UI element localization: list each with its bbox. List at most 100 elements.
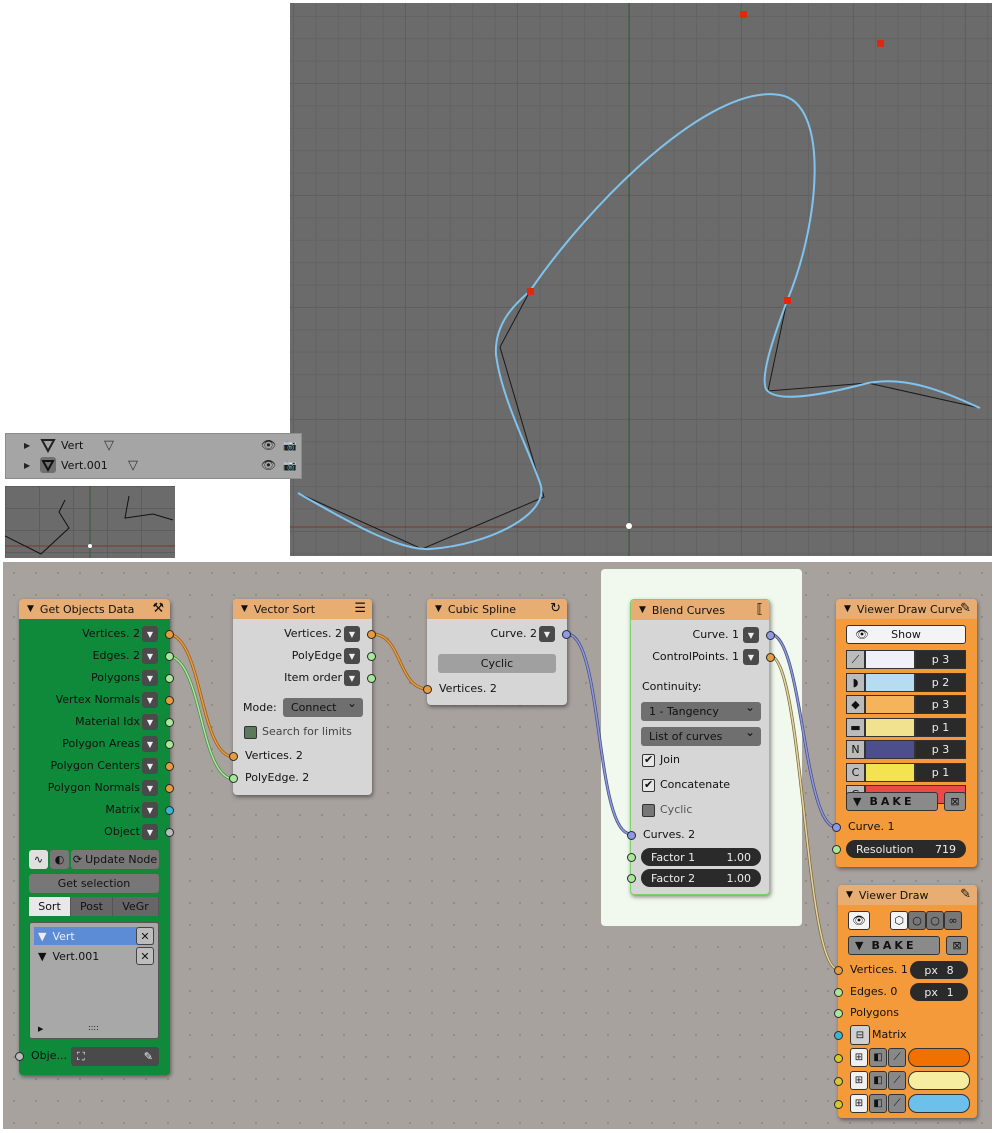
- dropdown-arrow-icon[interactable]: ▼: [142, 824, 158, 840]
- node-header[interactable]: ▼ Blend Curves ⟦: [631, 600, 769, 620]
- output-socket[interactable]: [165, 718, 174, 727]
- style-icon[interactable]: ⟋: [888, 1048, 906, 1067]
- mode-select[interactable]: Connect: [283, 696, 363, 717]
- dropdown-arrow-icon[interactable]: ▼: [344, 648, 360, 664]
- mini-viewport[interactable]: [5, 486, 175, 558]
- display-setting-row[interactable]: ▬p 1: [846, 717, 966, 737]
- input-socket[interactable]: [834, 1009, 843, 1018]
- viewer-draw-curve-node[interactable]: ▼ Viewer Draw Curve ✎ 👁 Show ⟋p 3◗p 2◆p …: [832, 599, 977, 867]
- shading-icon[interactable]: ◧: [869, 1094, 887, 1113]
- display-setting-row[interactable]: ⟋ p 3: [846, 650, 966, 669]
- factor1-field[interactable]: Factor 1 1.00: [641, 848, 761, 866]
- dropdown-arrow-icon[interactable]: ▼: [142, 758, 158, 774]
- node-header[interactable]: ▼ Viewer Draw ✎: [838, 885, 977, 905]
- output-socket[interactable]: [766, 653, 775, 662]
- node-header[interactable]: ▼ Cubic Spline ↻: [427, 599, 567, 619]
- cyclic-checkbox[interactable]: [642, 804, 655, 817]
- dropdown-arrow-icon[interactable]: ▼: [142, 670, 158, 686]
- point-size-value[interactable]: p 2: [915, 672, 966, 692]
- shading-icon[interactable]: ◧: [869, 1071, 887, 1090]
- output-socket[interactable]: [165, 762, 174, 771]
- output-socket[interactable]: [165, 630, 174, 639]
- dropdown-arrow-icon[interactable]: ▼: [142, 692, 158, 708]
- color-swatch[interactable]: [865, 717, 915, 737]
- collapse-chevron-icon[interactable]: ▼: [844, 604, 851, 614]
- output-socket[interactable]: [165, 784, 174, 793]
- dropdown-arrow-icon[interactable]: ▼: [142, 802, 158, 818]
- input-socket[interactable]: [229, 774, 238, 783]
- bake-button[interactable]: ▼ BAKE: [846, 792, 938, 811]
- input-socket[interactable]: [834, 1054, 843, 1063]
- color-swatch[interactable]: [865, 695, 915, 714]
- dropdown-arrow-icon[interactable]: ▼: [344, 670, 360, 686]
- dropdown-arrow-icon[interactable]: ▼: [142, 714, 158, 730]
- color-swatch[interactable]: [865, 740, 915, 759]
- curve-mode-icon[interactable]: ∿: [29, 850, 48, 869]
- tab-post[interactable]: Post: [71, 897, 113, 916]
- vertex-size-field[interactable]: px 8: [910, 961, 968, 979]
- object-list[interactable]: ▼ Vert ✕ ▼ Vert.001 ✕ ▶ ::::: [29, 922, 159, 1039]
- dropdown-arrow-icon[interactable]: ▼: [142, 780, 158, 796]
- dropdown-arrow-icon[interactable]: ▼: [142, 736, 158, 752]
- outliner-row-vert001[interactable]: ▶ Vert.001 ▽ 👁 📷: [6, 455, 303, 475]
- continuity-select[interactable]: 1 - Tangency: [641, 700, 761, 721]
- input-socket[interactable]: [834, 988, 843, 997]
- display-mode-icon[interactable]: ⊞: [850, 1071, 868, 1090]
- search-limits-checkbox[interactable]: [244, 726, 257, 739]
- visibility-eye-icon[interactable]: 👁: [261, 458, 277, 472]
- concatenate-checkbox[interactable]: [642, 778, 655, 792]
- resolution-field[interactable]: Resolution 719: [846, 840, 966, 858]
- edge-display-icon[interactable]: ○: [908, 911, 926, 930]
- collapse-chevron-icon[interactable]: ▼: [27, 604, 34, 614]
- node-editor[interactable]: ▼ Get Objects Data ⚒ Vertices. 2 ▼ Edges…: [3, 562, 992, 1129]
- display-setting-row[interactable]: ◆p 3: [846, 695, 966, 714]
- collapse-chevron-icon[interactable]: ▼: [846, 890, 853, 900]
- color-bar[interactable]: [908, 1094, 970, 1113]
- list-item[interactable]: ▼ Vert.001 ✕: [34, 947, 154, 965]
- display-mode-icon[interactable]: ⊞: [850, 1094, 868, 1113]
- node-header[interactable]: ▼ Viewer Draw Curve ✎: [836, 599, 977, 619]
- blend-curves-node[interactable]: ▼ Blend Curves ⟦ Curve. 1 ▼ ControlPoint…: [627, 599, 775, 895]
- color-bar[interactable]: [908, 1048, 970, 1067]
- join-checkbox[interactable]: [642, 753, 655, 767]
- color-swatch[interactable]: [865, 650, 915, 669]
- color-bar[interactable]: [908, 1071, 970, 1090]
- setting-type-icon[interactable]: ⟋: [846, 650, 865, 669]
- collapse-chevron-icon[interactable]: ▼: [639, 605, 646, 615]
- output-socket[interactable]: [766, 631, 775, 640]
- output-socket[interactable]: [165, 696, 174, 705]
- update-node-button[interactable]: ⟳ Update Node: [71, 850, 159, 869]
- dropdown-arrow-icon[interactable]: ▼: [142, 626, 158, 642]
- point-size-value[interactable]: p 3: [915, 650, 966, 669]
- output-socket[interactable]: [165, 806, 174, 815]
- color-swatch[interactable]: [865, 762, 915, 782]
- bake-options-icon[interactable]: ⊠: [946, 936, 968, 955]
- input-socket[interactable]: [834, 1077, 843, 1086]
- bake-button[interactable]: ▼ BAKE: [848, 936, 940, 955]
- output-socket[interactable]: [165, 828, 174, 837]
- dropdown-arrow-icon[interactable]: ▼: [743, 649, 759, 665]
- bake-options-icon[interactable]: ⊠: [944, 792, 966, 811]
- tab-vegr[interactable]: VeGr: [113, 897, 159, 916]
- output-socket[interactable]: [165, 652, 174, 661]
- output-socket[interactable]: [367, 674, 376, 683]
- setting-type-icon[interactable]: C: [846, 762, 865, 782]
- collapse-chevron-icon[interactable]: ▼: [435, 604, 442, 614]
- shading-icon[interactable]: ◧: [869, 1048, 887, 1067]
- input-socket[interactable]: [834, 1100, 843, 1109]
- vertex-display-icon[interactable]: ⬡: [890, 911, 908, 930]
- setting-type-icon[interactable]: ◆: [846, 695, 865, 714]
- visibility-eye-icon[interactable]: 👁: [261, 438, 277, 452]
- render-camera-icon[interactable]: 📷: [283, 458, 297, 472]
- setting-type-icon[interactable]: N: [846, 740, 865, 759]
- dropdown-arrow-icon[interactable]: ▼: [344, 626, 360, 642]
- get-selection-button[interactable]: Get selection: [29, 874, 159, 893]
- setting-type-icon[interactable]: ▬: [846, 717, 865, 737]
- vector-sort-node[interactable]: ▼ Vector Sort ☰ Vertices. 2 ▼ PolyEdge ▼…: [229, 599, 376, 795]
- list-item[interactable]: ▼ Vert ✕: [34, 927, 154, 945]
- dropdown-arrow-icon[interactable]: ▼: [743, 627, 759, 643]
- tab-sort[interactable]: Sort: [29, 897, 71, 916]
- input-socket[interactable]: [834, 966, 843, 975]
